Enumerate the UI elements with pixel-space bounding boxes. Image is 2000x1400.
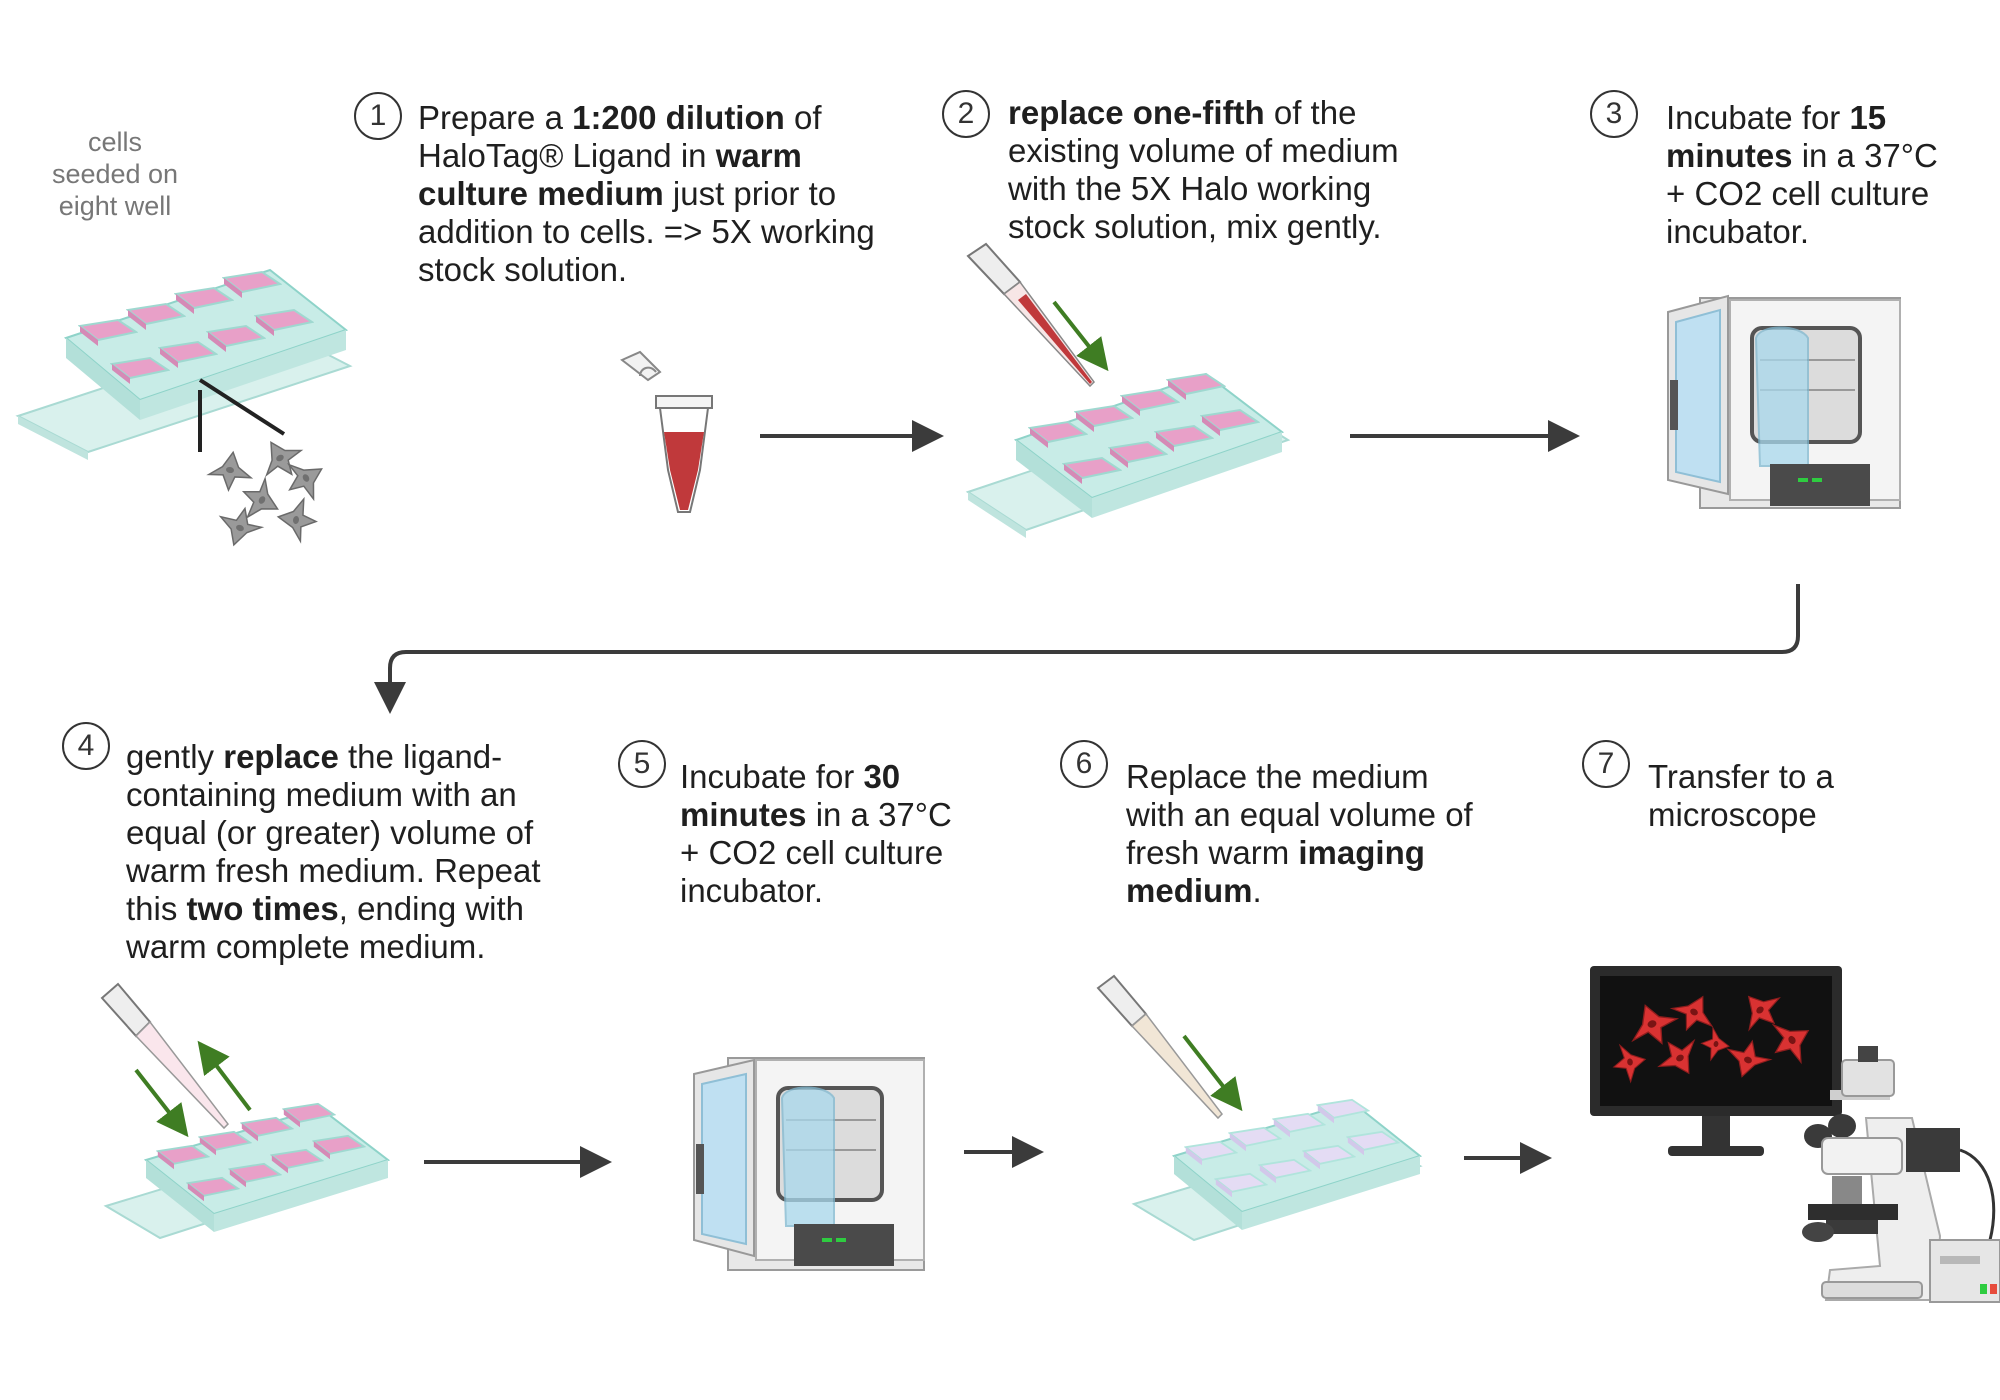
step-text-6: Replace the medium with an equal volume … bbox=[1126, 758, 1486, 910]
step-number-4: 4 bbox=[62, 722, 110, 770]
step-number-3: 3 bbox=[1590, 90, 1638, 138]
incubator-icon bbox=[1667, 294, 1901, 509]
step-text-bold: imaging medium bbox=[1126, 834, 1425, 909]
power-supply-icon bbox=[1929, 1239, 2000, 1303]
monitor-icon bbox=[1590, 966, 1842, 1156]
eight-well-slide-icon bbox=[1131, 1098, 1423, 1242]
eight-well-slide-icon bbox=[15, 268, 353, 460]
microtube-icon bbox=[620, 350, 713, 513]
pipette-icon bbox=[100, 982, 229, 1130]
step-number-1: 1 bbox=[354, 92, 402, 140]
step-text-run: the ligand-containing medium with an equ… bbox=[126, 738, 541, 927]
arrow-icon bbox=[374, 584, 1800, 714]
step-number-6: 6 bbox=[1060, 740, 1108, 788]
step-text-1: Prepare a 1:200 dilution of HaloTag® Lig… bbox=[418, 99, 898, 289]
cells-seeded-caption: cells seeded on eight well bbox=[40, 126, 190, 222]
microscope-icon bbox=[1802, 1046, 1996, 1301]
step-text-run: gently bbox=[126, 738, 224, 775]
step-text-run: Incubate for bbox=[680, 758, 864, 795]
step-number-7: 7 bbox=[1582, 740, 1630, 788]
step-text-run: Incubate for bbox=[1666, 99, 1850, 136]
pipette-direction-arrow bbox=[134, 1068, 189, 1138]
step-text-run: Transfer to a microscope bbox=[1648, 758, 1834, 833]
caption-line: seeded on bbox=[51, 159, 179, 189]
step-text-bold: warm culture medium bbox=[418, 137, 802, 212]
step-text-4: gently replace the ligand-containing med… bbox=[126, 738, 566, 966]
eight-well-slide-icon bbox=[103, 1102, 391, 1240]
pipette-direction-arrow bbox=[1052, 300, 1109, 372]
step-text-run: of HaloTag® Ligand in bbox=[418, 99, 822, 174]
pipette-direction-arrow bbox=[1182, 1034, 1243, 1112]
step-text-run: Prepare a bbox=[418, 99, 573, 136]
step-text-bold: 30 minutes bbox=[680, 758, 901, 833]
step-text-bold: replace one-fifth bbox=[1008, 94, 1265, 131]
step-number-5: 5 bbox=[618, 740, 666, 788]
step-text-3: Incubate for 15 minutes in a 37°C + CO2 … bbox=[1666, 99, 1966, 251]
caption-line: eight well bbox=[58, 191, 172, 221]
cell-icon bbox=[206, 430, 334, 553]
step-text-run: of the existing volume of medium with th… bbox=[1008, 94, 1399, 245]
caption-line: cells bbox=[87, 127, 142, 157]
step-text-run: in a 37°C + CO2 cell culture incubator. bbox=[1666, 137, 1938, 250]
step-text-2: replace one-fifth of the existing volume… bbox=[1008, 94, 1428, 246]
zoom-lines bbox=[198, 378, 286, 452]
pipette-icon bbox=[966, 242, 1095, 388]
step-text-run: , ending with warm complete medium. bbox=[126, 890, 525, 965]
incubator-icon bbox=[693, 1057, 925, 1271]
step-text-bold: replace bbox=[223, 738, 339, 775]
pipette-icon bbox=[1096, 974, 1223, 1120]
step-text-bold: 15 minutes bbox=[1666, 99, 1887, 174]
step-text-run: just prior to addition to cells. => 5X w… bbox=[418, 175, 875, 288]
eight-well-slide-icon bbox=[965, 372, 1291, 538]
step-text-5: Incubate for 30 minutes in a 37°C + CO2 … bbox=[680, 758, 980, 910]
pipette-direction-arrow bbox=[197, 1040, 252, 1112]
step-text-7: Transfer to a microscope bbox=[1648, 758, 1878, 834]
step-text-run: in a 37°C + CO2 cell culture incubator. bbox=[680, 796, 952, 909]
step-text-bold: 1:200 dilution bbox=[572, 99, 785, 136]
step-text-run: . bbox=[1252, 872, 1262, 909]
step-text-run: Replace the medium with an equal volume … bbox=[1126, 758, 1473, 871]
step-number-2: 2 bbox=[942, 90, 990, 138]
step-text-bold: two times bbox=[186, 890, 339, 927]
